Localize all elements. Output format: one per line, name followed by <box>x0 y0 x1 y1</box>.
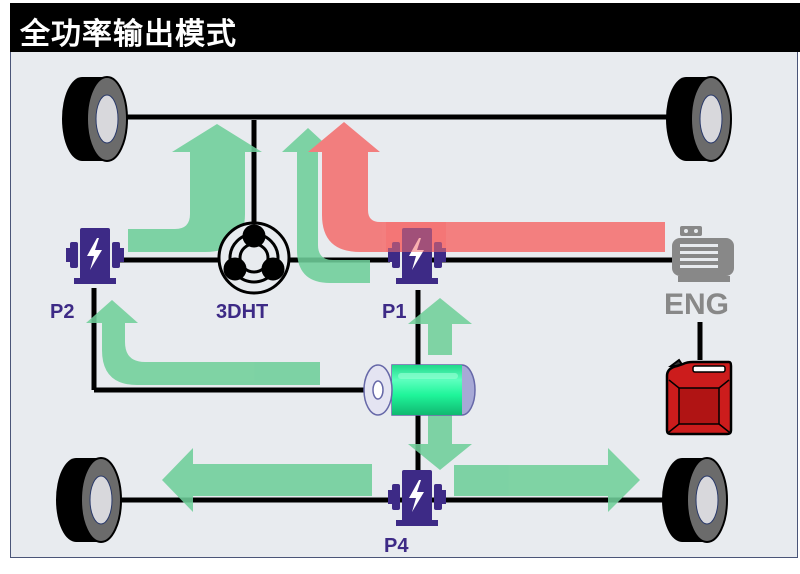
title-bar: 全功率输出模式 <box>10 3 800 52</box>
wheel-rear-left <box>56 457 122 543</box>
battery-icon <box>363 364 476 416</box>
p1-flow-overlay <box>386 222 446 252</box>
motor-p4-label: P4 <box>384 535 409 557</box>
wheel-front-left <box>62 76 128 162</box>
motor-p4 <box>388 470 446 526</box>
dht-gearbox <box>217 221 291 295</box>
motor-p2-label: P2 <box>50 301 74 323</box>
wheel-icon <box>662 457 728 543</box>
dht-label: 3DHT <box>216 301 268 323</box>
flow-arrow-p4-to-rear-right <box>454 448 640 512</box>
flow-arrow-battery-to-p4 <box>408 413 472 470</box>
wheel-icon <box>62 76 128 162</box>
engine <box>672 226 734 282</box>
wheel-front-right <box>666 76 732 162</box>
flow-arrow-battery-to-p2 <box>86 300 320 385</box>
flow-arrow-p4-to-rear-left <box>162 448 372 512</box>
fuel-tank <box>665 358 733 436</box>
fuel-can-icon <box>665 358 733 436</box>
battery <box>363 364 476 416</box>
flow-arrow-p2-to-axle <box>128 124 262 252</box>
page-title: 全功率输出模式 <box>20 17 237 52</box>
flow-arrows <box>86 122 665 512</box>
wheel-icon <box>666 76 732 162</box>
planetary-gear-icon <box>217 221 291 295</box>
wheel-rear-right <box>662 457 728 543</box>
flow-arrow-p1-to-axle <box>282 128 370 283</box>
electric-motor-icon <box>66 228 124 284</box>
engine-label: ENG <box>664 288 729 321</box>
flow-arrow-battery-to-p1 <box>408 298 472 355</box>
flow-arrow-engine-to-axle <box>308 122 665 252</box>
engine-icon <box>672 226 734 282</box>
electric-motor-icon <box>388 470 446 526</box>
wheel-icon <box>56 457 122 543</box>
motor-p2 <box>66 228 124 284</box>
motor-p1-label: P1 <box>382 301 406 323</box>
